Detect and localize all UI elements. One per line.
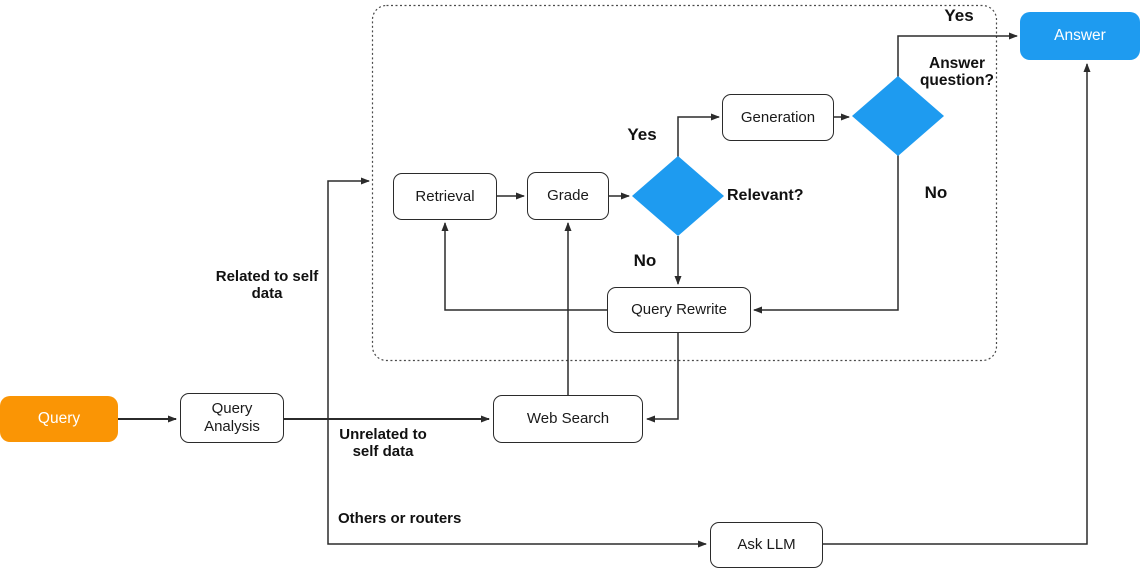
flow-node-answer: Answer	[1020, 12, 1140, 60]
edge-ask-llm-to-answer	[823, 63, 1091, 545]
label-related-to-self-data: Related to self data	[215, 268, 319, 302]
flow-node-query: Query	[0, 396, 118, 442]
label-answer-question: Answer question?	[919, 55, 995, 90]
edge-analysis-to-retrieval-branch	[327, 177, 370, 419]
flow-node-query-rewrite: Query Rewrite	[607, 287, 751, 333]
label-relevant-yes: Yes	[627, 125, 657, 144]
label-answer-no: No	[924, 183, 948, 202]
label-answer-yes: Yes	[944, 6, 974, 25]
label-others-or-routers: Others or routers	[338, 510, 462, 527]
edge-query-rewrite-to-web-search	[646, 333, 679, 423]
self-data-loop-container	[371, 4, 998, 362]
edge-answer-question-no-to-query-rewrite	[753, 155, 899, 314]
answer-question-decision-diamond	[852, 76, 944, 156]
flow-node-query-analysis: Query Analysis	[180, 393, 284, 443]
label-relevant-no: No	[633, 251, 657, 270]
edge-relevant-yes-to-generation	[677, 113, 720, 157]
flow-node-retrieval: Retrieval	[393, 173, 497, 220]
edge-analysis-to-ask-llm-branch	[327, 419, 707, 548]
edge-answer-question-yes-to-answer	[897, 32, 1018, 77]
flow-node-grade: Grade	[527, 172, 609, 220]
flow-node-web-search: Web Search	[493, 395, 643, 443]
label-unrelated-to-self-data: Unrelated to self data	[339, 426, 427, 460]
edge-query-rewrite-to-retrieval	[441, 222, 607, 311]
flow-node-generation: Generation	[722, 94, 834, 141]
flow-node-ask-llm: Ask LLM	[710, 522, 823, 568]
relevant-decision-diamond	[632, 156, 724, 236]
label-relevant-question: Relevant?	[727, 187, 804, 204]
